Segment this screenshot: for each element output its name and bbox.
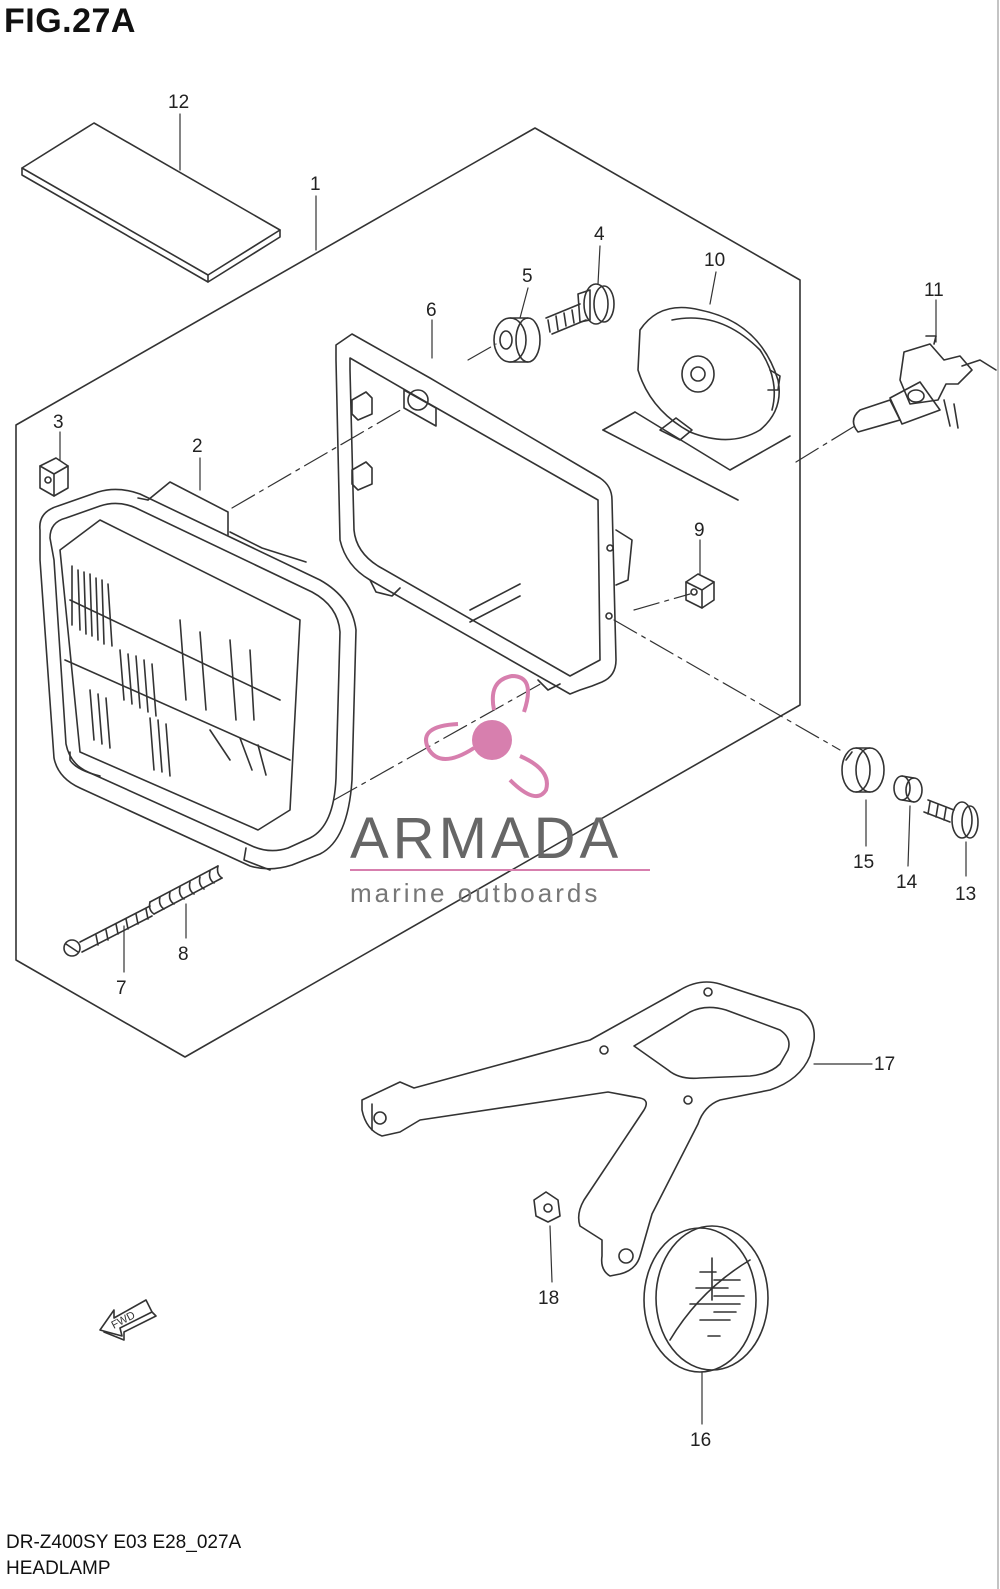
callout-12: 12 [168, 92, 189, 113]
callout-13: 13 [955, 884, 976, 905]
figure-title: FIG.27A [4, 2, 136, 40]
footer-model-code: DR-Z400SY E03 E28_027A [6, 1532, 242, 1553]
part-8-spring [148, 865, 223, 915]
part-4-bolt [545, 283, 615, 335]
callout-2: 2 [192, 436, 203, 457]
part-15-grommet [841, 747, 885, 793]
part-7-screw [63, 905, 153, 957]
part-16-reflector [643, 1225, 769, 1373]
callout-7: 7 [116, 978, 127, 999]
part-10-socket-cover [637, 306, 781, 441]
callout-3: 3 [53, 412, 64, 433]
watermark-brand: ARMADA [350, 806, 622, 871]
callout-14: 14 [896, 872, 918, 893]
part-2-headlamp [39, 481, 357, 871]
propeller-logo [424, 673, 549, 799]
callout-15: 15 [853, 852, 874, 873]
assembly-outline [15, 127, 801, 1058]
part-12-pad [21, 122, 281, 283]
part-18-nut [533, 1191, 561, 1223]
callout-6: 6 [426, 300, 437, 321]
callout-10: 10 [704, 250, 725, 271]
callout-8: 8 [178, 944, 189, 965]
callout-4: 4 [594, 224, 605, 245]
footer-section-name: HEADLAMP [6, 1558, 111, 1579]
callout-18: 18 [538, 1288, 559, 1309]
callout-17: 17 [874, 1054, 895, 1075]
callout-16: 16 [690, 1430, 711, 1451]
callout-11: 11 [924, 280, 944, 301]
callout-1: 1 [310, 174, 321, 195]
part-5-grommet [493, 317, 541, 363]
part-14-collar [893, 775, 923, 803]
callout-9: 9 [694, 520, 705, 541]
callout-5: 5 [522, 266, 533, 287]
armada-watermark: ARMADA marine outboards [350, 673, 650, 908]
fwd-arrow [99, 1299, 157, 1341]
part-11-bulb [852, 335, 997, 433]
part-9-nut [685, 573, 715, 609]
part-6-frame [335, 333, 633, 695]
part-17-bracket [361, 981, 816, 1277]
part-3-nut [39, 457, 69, 497]
watermark-tagline: marine outboards [350, 878, 600, 908]
part-13-bolt [923, 799, 979, 839]
